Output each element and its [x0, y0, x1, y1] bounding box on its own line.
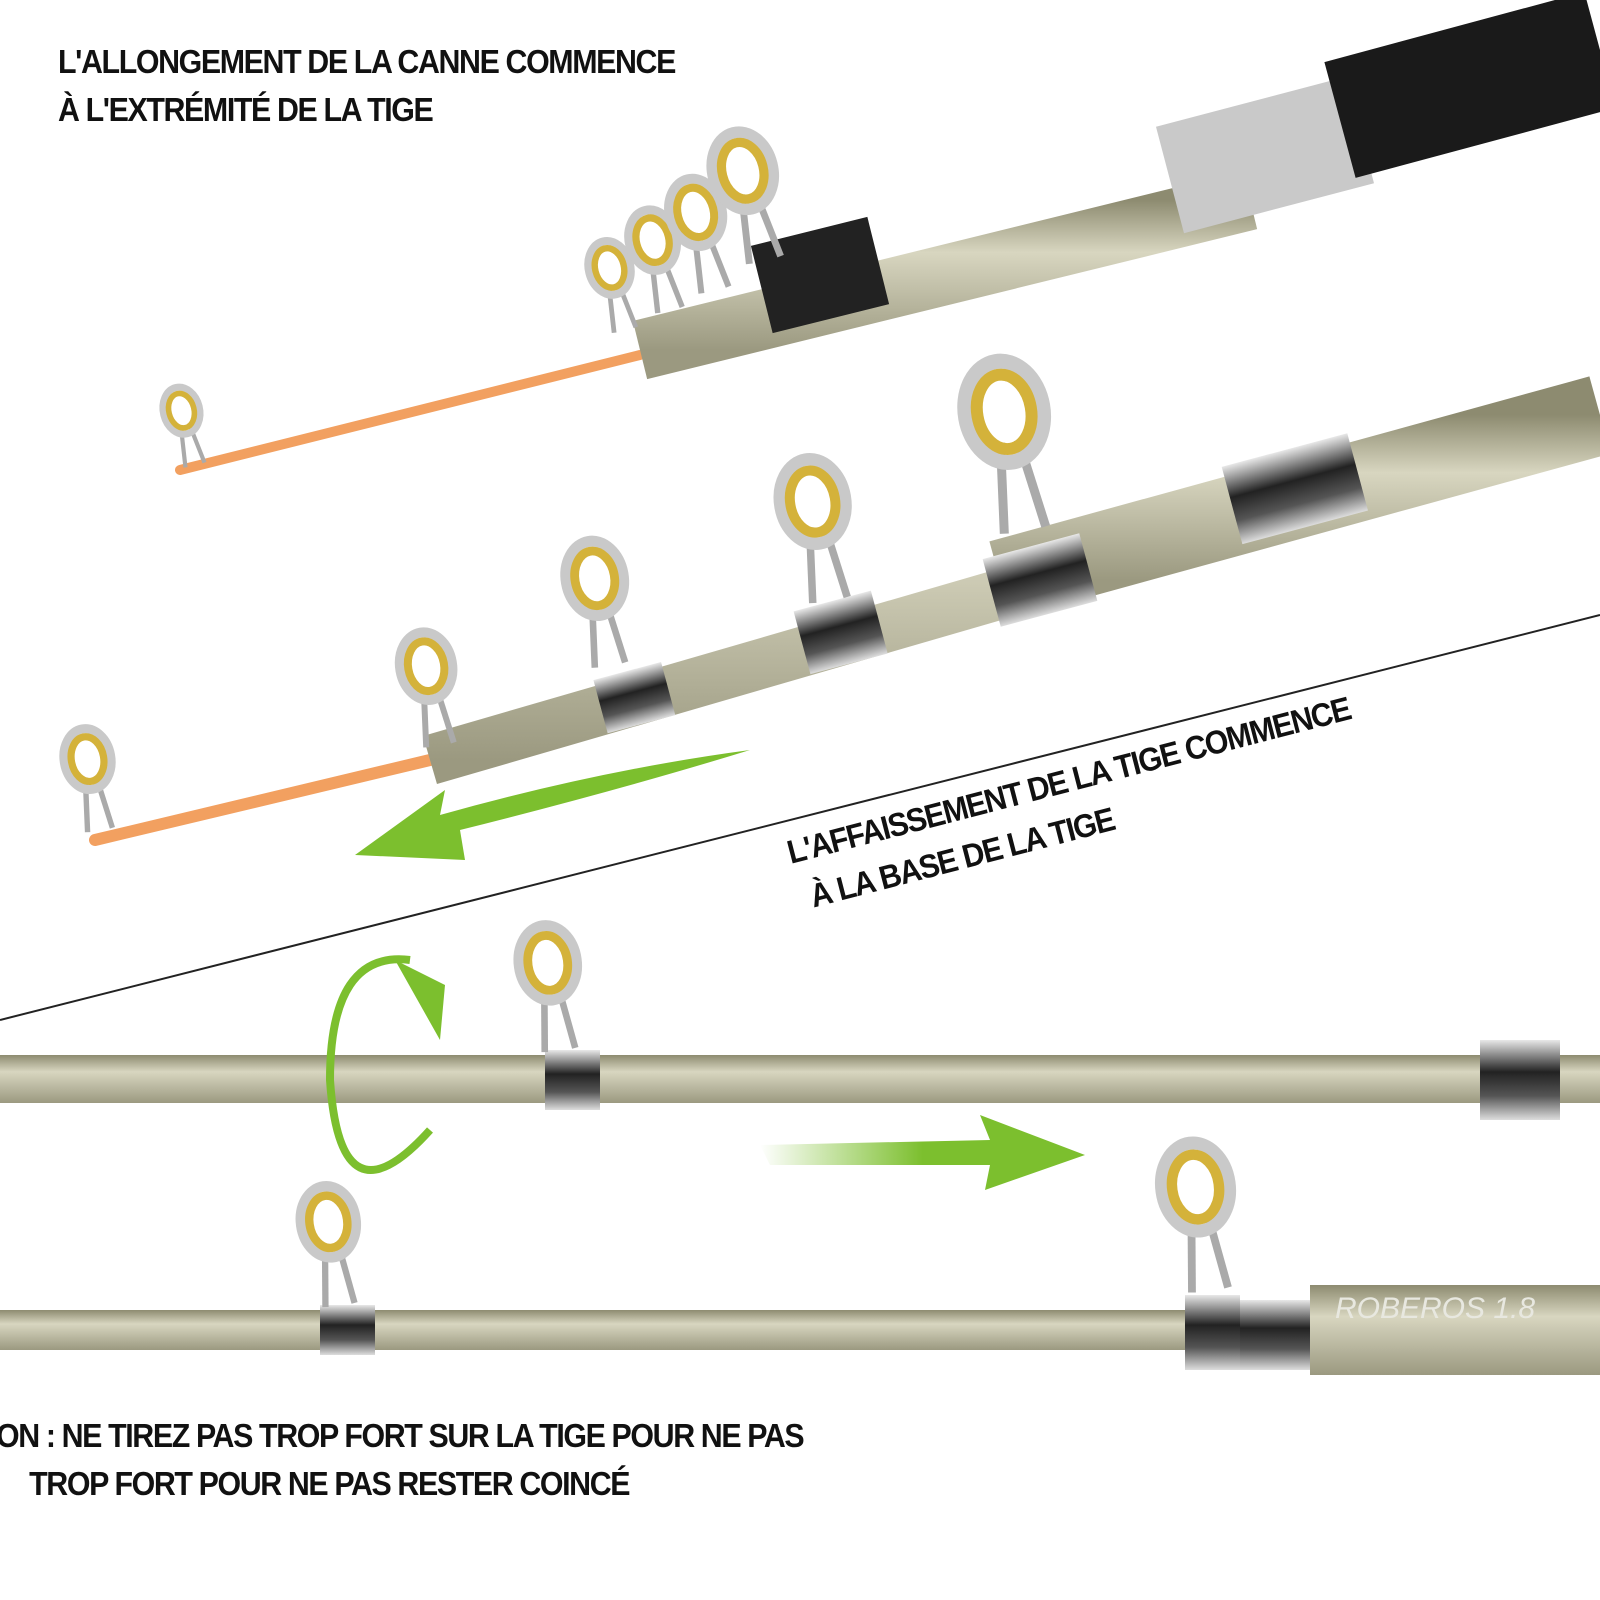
caption-line: TROP FORT POUR NE PAS RESTER COINCÉ: [29, 1465, 630, 1502]
caption-line: L'ALLONGEMENT DE LA CANNE COMMENCE: [58, 43, 676, 80]
caption-extension: L'ALLONGEMENT DE LA CANNE COMMENCE À L'E…: [58, 38, 676, 134]
rod-brand-mark: ROBEROS 1.8: [1335, 1292, 1535, 1325]
rod-extending: [59, 355, 1600, 846]
caption-line: ON : NE TIREZ PAS TROP FORT SUR LA TIGE …: [0, 1417, 805, 1454]
arrow-right-icon: [760, 1115, 1085, 1190]
rotate-arrow-icon: [325, 955, 445, 1174]
arrow-left-icon: [355, 750, 750, 860]
rod-lower-2: ROBEROS 1.8: [0, 1139, 1600, 1375]
divider-line: [0, 614, 1600, 1021]
caption-warning: ON : NE TIREZ PAS TROP FORT SUR LA TIGE …: [0, 1412, 805, 1508]
rod-lower-1: [0, 922, 1600, 1120]
rod-collapsed: [158, 0, 1600, 475]
caption-line: À L'EXTRÉMITÉ DE LA TIGE: [58, 91, 434, 128]
